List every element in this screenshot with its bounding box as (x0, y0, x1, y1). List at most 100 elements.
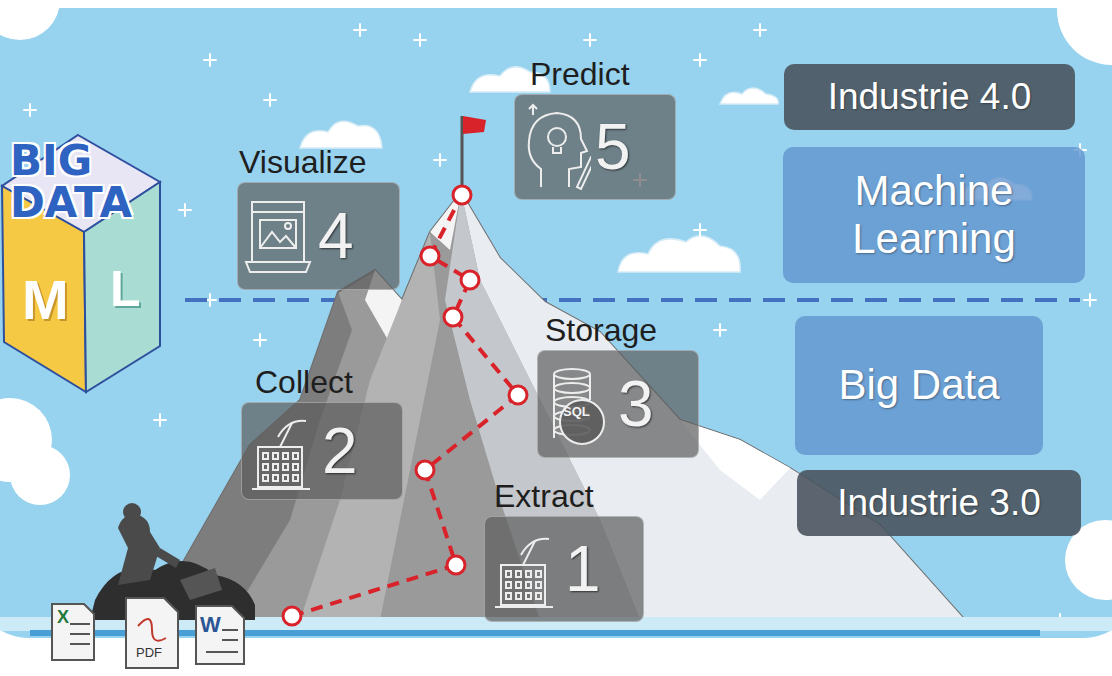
icon-stroke (529, 105, 537, 115)
icon-stroke (283, 453, 288, 459)
file-icon (70, 633, 90, 635)
trail (447, 556, 465, 574)
file-type: PDF (136, 646, 162, 659)
stage-box: Machine Learning (783, 147, 1085, 283)
step-heading: Extract (484, 478, 644, 514)
file-icon (138, 619, 166, 641)
trail (416, 461, 434, 479)
file-icon (196, 606, 244, 664)
icon-stroke (252, 211, 304, 213)
icon-stroke (246, 262, 310, 272)
icon-stroke (273, 453, 278, 459)
sky (1057, 0, 1112, 65)
cube-letter: L (110, 264, 141, 314)
icon-text: SQL (563, 405, 590, 418)
trail (509, 386, 527, 404)
icon-stroke (526, 571, 531, 577)
icon-stroke (260, 232, 296, 248)
icon-stroke (516, 571, 521, 577)
icon-stroke (536, 593, 541, 599)
icon-stroke (536, 571, 541, 577)
step-number: 3 (614, 369, 654, 439)
trail (463, 116, 486, 134)
icon-stroke (506, 571, 511, 577)
icon-stroke (263, 475, 268, 481)
file-icon (70, 623, 90, 625)
stage-box: Industrie 4.0 (784, 64, 1075, 130)
icon-stroke (553, 147, 561, 153)
worker-and-junk (123, 503, 141, 521)
step-icon (491, 525, 561, 613)
star (354, 24, 366, 36)
icon-stroke (260, 220, 296, 248)
icon-stroke (293, 475, 298, 481)
star (694, 224, 706, 236)
icon-stroke (283, 475, 288, 481)
icon-stroke (246, 202, 310, 272)
icon-stroke (548, 128, 566, 146)
stage-label: Industrie 3.0 (837, 482, 1041, 525)
icon-stroke (553, 374, 555, 438)
sky (10, 445, 70, 505)
file-letter: X (57, 608, 69, 626)
step-heading: Storage (537, 312, 699, 348)
icon-stroke (536, 582, 541, 588)
cube-letter: M (22, 272, 69, 328)
file-icon (222, 629, 238, 631)
icon-box: 5 (514, 94, 676, 200)
file-icon (70, 643, 90, 645)
star (1084, 294, 1096, 306)
step-number: 4 (314, 201, 354, 271)
ground (30, 630, 1040, 636)
sky (0, 0, 60, 40)
icon-box: 2 (241, 402, 403, 500)
icon-stroke (252, 421, 310, 489)
icon-stroke (495, 606, 553, 608)
worker-and-junk (156, 548, 180, 568)
icon-box: 3 (537, 350, 699, 458)
icon-stroke (273, 475, 278, 481)
cloud (720, 88, 778, 104)
stage-box: Industrie 3.0 (797, 470, 1081, 536)
icon-stroke (252, 488, 310, 490)
step-number: 5 (591, 112, 631, 182)
stage-label: Big Data (838, 361, 999, 409)
step-box: Extract 1 (484, 478, 644, 622)
stage-label: Machine Learning (797, 167, 1071, 264)
star (24, 104, 36, 116)
step-box: Predict5 (514, 56, 676, 200)
trail (283, 607, 301, 625)
step-box: Collect2 (241, 364, 403, 500)
trail (444, 308, 462, 326)
file-icon (52, 604, 94, 660)
star (24, 24, 1096, 626)
icon-stroke (273, 464, 278, 470)
star (434, 154, 446, 166)
file-icon (52, 598, 244, 668)
trail (453, 186, 471, 204)
icon-stroke (280, 423, 292, 447)
icon-stroke (577, 157, 591, 189)
star (414, 34, 426, 46)
step-icon (544, 360, 614, 448)
star (264, 94, 276, 106)
icon-stroke (293, 453, 298, 459)
star (584, 34, 596, 46)
icon-stroke (560, 400, 604, 444)
worker-and-junk (180, 568, 222, 600)
step-heading: Visualize (237, 144, 400, 180)
icon-stroke (263, 453, 268, 459)
trail (421, 247, 439, 265)
step-box: Storage 3 (537, 312, 699, 458)
icon-box: 4 (237, 182, 400, 290)
icon-stroke (252, 202, 304, 262)
icon-stroke (506, 582, 511, 588)
star (714, 324, 726, 336)
icon-stroke (501, 565, 545, 605)
step-number: 1 (561, 534, 601, 604)
step-box: Visualize 4 (237, 144, 400, 290)
star (254, 334, 266, 346)
file-letter: W (200, 614, 221, 636)
